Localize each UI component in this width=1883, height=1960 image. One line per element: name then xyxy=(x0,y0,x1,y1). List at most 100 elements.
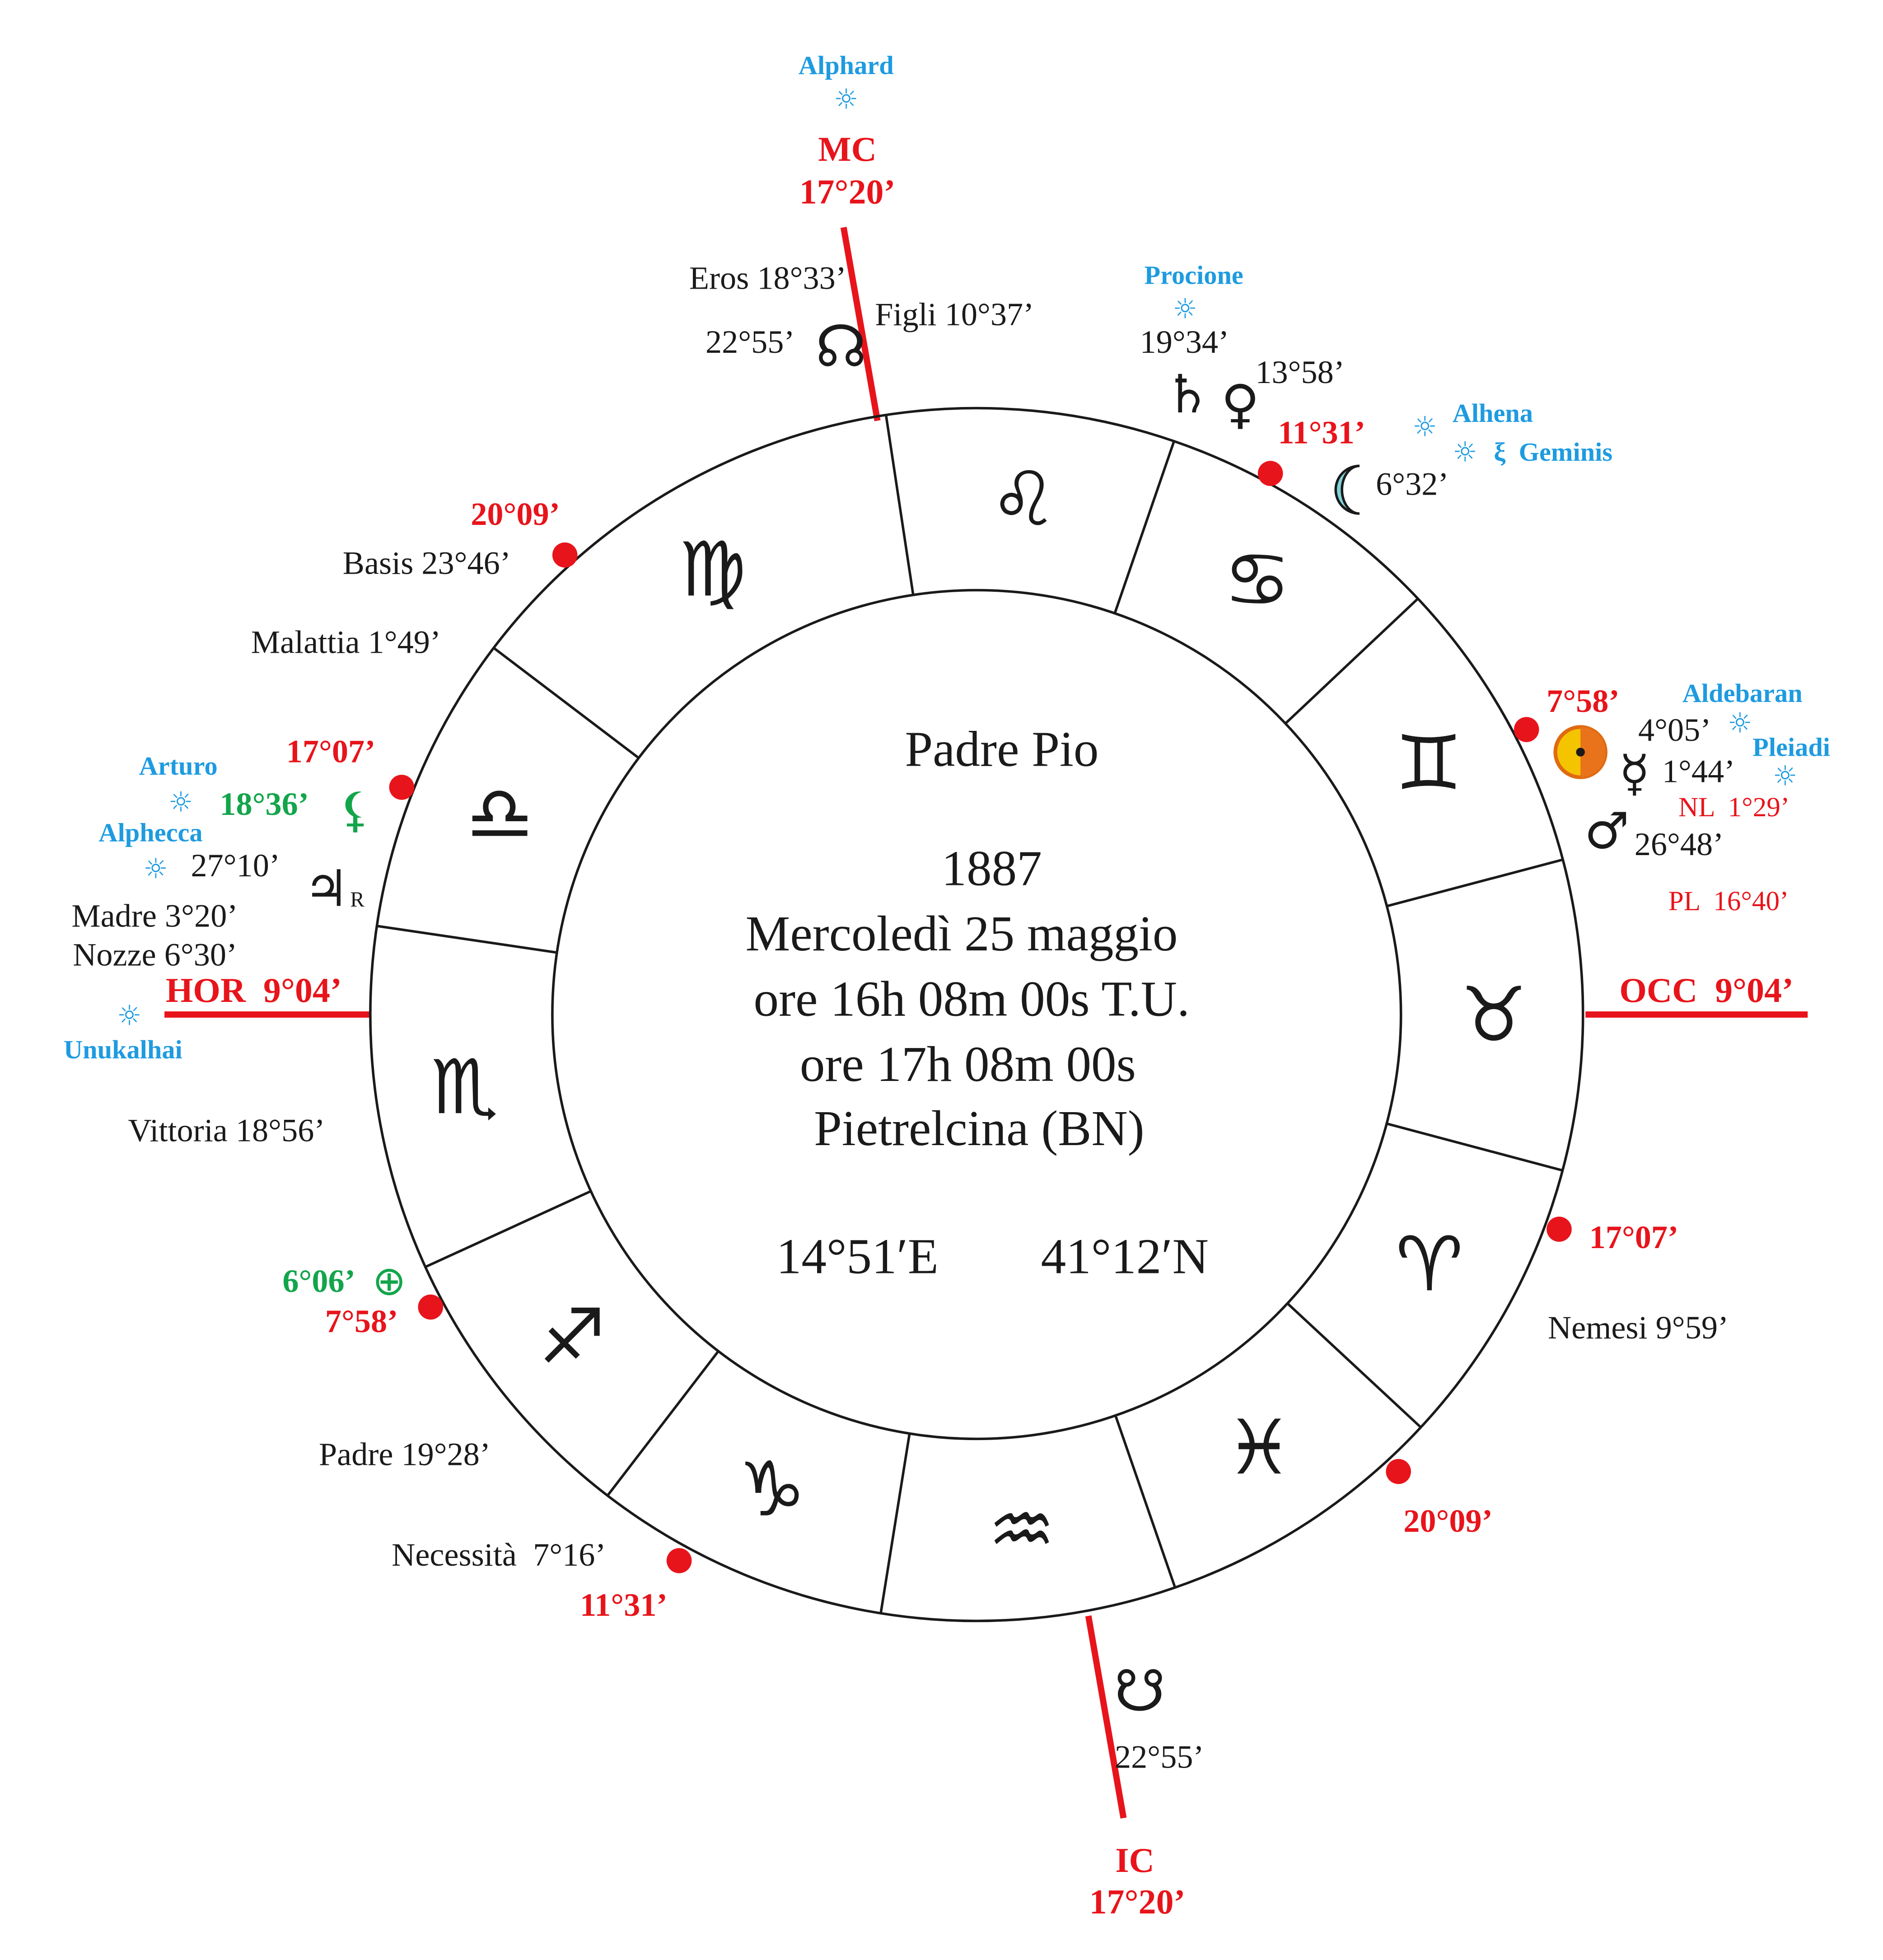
cusp-point-3 xyxy=(389,775,415,800)
north-node-degree: 22°55’ xyxy=(706,324,794,360)
mars-degree: 26°48’ xyxy=(1635,826,1724,862)
angle-axes xyxy=(164,227,1808,1819)
sign-divider xyxy=(1386,1122,1563,1172)
cusp-degree-4: 7°58’ xyxy=(1547,683,1619,719)
cusp-degree-5: 17°07’ xyxy=(1589,1219,1678,1255)
star-arturo-label: Arturo xyxy=(139,751,218,781)
outer-ring xyxy=(369,407,1584,1623)
star-icon: ☼ xyxy=(834,83,859,115)
part-necessita: Necessità 7°16’ xyxy=(392,1537,606,1573)
moon-degree: 6°32’ xyxy=(1376,466,1448,502)
ascendant-label: HOR 9°04’ xyxy=(166,971,342,1010)
sign-divider xyxy=(1114,1415,1177,1588)
sign-divider xyxy=(1113,440,1175,614)
fixed-stars: Alphard Procione Alhena ξ Geminis Aldeba… xyxy=(64,51,1830,1064)
birth-year: 1887 xyxy=(942,841,1042,897)
part-basis: Basis 23°46’ xyxy=(343,545,511,581)
birth-time-local: ore 17h 08m 00s xyxy=(800,1037,1136,1092)
sign-dividers xyxy=(376,415,1563,1614)
leo-icon: ♌ xyxy=(990,456,1057,543)
cusp-point-8 xyxy=(418,1294,444,1320)
axis-labels: MC 17°20’ IC 17°20’ HOR 9°04’ OCC 9°04’ xyxy=(166,130,1794,1921)
part-vittoria: Vittoria 18°56’ xyxy=(128,1113,325,1149)
star-procione-label: Procione xyxy=(1144,260,1243,290)
cusp-degree-2: 20°09’ xyxy=(471,496,560,532)
star-alhena-label: Alhena xyxy=(1453,398,1533,428)
star-icon: ☼ xyxy=(117,1000,142,1032)
south-node-icon: ☋ xyxy=(1114,1657,1166,1725)
center-info: Padre Pio 1887 Mercoledì 25 maggio ore 1… xyxy=(746,722,1209,1285)
star-icon: ☼ xyxy=(168,786,193,819)
mercury-degree: 1°44’ xyxy=(1662,753,1735,790)
sign-divider xyxy=(493,647,640,759)
ic-axis-line xyxy=(1085,1615,1127,1819)
cusp-point-5 xyxy=(1547,1216,1572,1242)
longitude: 14°51′E xyxy=(776,1229,939,1284)
sagittarius-icon: ♐ xyxy=(538,1293,606,1381)
part-madre: Madre 3°20’ xyxy=(71,898,238,934)
star-icon: ☼ xyxy=(143,853,168,885)
venus-degree: 13°58’ xyxy=(1255,354,1344,390)
part-malattia: Malattia 1°49’ xyxy=(251,624,441,660)
libra-icon: ♎ xyxy=(466,770,534,858)
star-aldebaran-label: Aldebaran xyxy=(1682,678,1803,708)
star-geminis-label: ξ Geminis xyxy=(1494,437,1612,467)
cusp-point-2 xyxy=(552,542,578,568)
chart-name: Padre Pio xyxy=(905,722,1098,777)
planet-glyphs: ☊ ☋ ♄ ♀ ☿ ♂ ♃ ⚸ ⊕ xyxy=(304,313,1650,1725)
lilith-icon: ⚸ xyxy=(338,782,373,837)
moon-icon xyxy=(1334,464,1360,515)
descendant-label: OCC 9°04’ xyxy=(1619,971,1794,1010)
star-icon: ☼ xyxy=(1453,436,1477,468)
star-icon: ☼ xyxy=(1728,707,1752,739)
lunations: NL 1°29’ PL 16°40’ xyxy=(1668,792,1790,917)
part-of-fortune-degree: 6°06’ xyxy=(282,1263,355,1299)
full-moon-label: PL 16°40’ xyxy=(1668,886,1789,917)
sign-divider xyxy=(1386,858,1563,907)
scorpio-icon: ♏ xyxy=(431,1043,499,1131)
cusp-points xyxy=(389,461,1572,1573)
arabic-parts: Eros 18°33’ Figli 10°37’ Basis 23°46’ Ma… xyxy=(71,260,1729,1573)
aries-icon: ♈ xyxy=(1396,1221,1463,1308)
ic-label: IC xyxy=(1115,1841,1154,1880)
cancer-icon: ♋ xyxy=(1224,536,1291,624)
capricorn-icon: ♑ xyxy=(738,1446,806,1534)
jupiter-icon: ♃ xyxy=(304,860,349,918)
green-degrees: 18°36’ 6°06’ xyxy=(220,786,355,1299)
mercury-icon: ☿ xyxy=(1619,744,1650,803)
birth-place: Pietrelcina (BN) xyxy=(814,1101,1145,1156)
sign-divider xyxy=(606,1350,720,1497)
sign-divider xyxy=(879,1433,911,1614)
part-nemesi: Nemesi 9°59’ xyxy=(1548,1310,1729,1346)
gemini-icon: ♊ xyxy=(1395,720,1463,807)
aquarius-icon: ♒ xyxy=(988,1486,1056,1574)
birth-time-ut: ore 16h 08m 00s T.U. xyxy=(754,972,1190,1027)
part-eros: Eros 18°33’ xyxy=(689,260,846,296)
star-icon: ☼ xyxy=(1412,411,1437,443)
cusp-degree-8: 7°58’ xyxy=(325,1303,398,1339)
venus-icon: ♀ xyxy=(1221,374,1260,435)
pisces-icon: ♓ xyxy=(1225,1404,1293,1492)
sign-divider xyxy=(425,1190,592,1268)
cusp-point-1 xyxy=(1257,461,1283,486)
virgo-icon: ♍ xyxy=(679,526,747,613)
latitude: 41°12′N xyxy=(1041,1229,1209,1284)
sun-icon xyxy=(1553,725,1607,779)
cusp-point-4 xyxy=(1514,717,1539,742)
taurus-icon: ♉ xyxy=(1460,971,1528,1059)
jupiter-degree: 27°10’ xyxy=(191,847,280,884)
mc-degree: 17°20’ xyxy=(799,172,896,211)
lilith-degree: 18°36’ xyxy=(220,786,308,822)
star-alphard-label: Alphard xyxy=(799,51,894,80)
mc-axis-line xyxy=(840,227,881,421)
sign-divider xyxy=(1285,598,1419,725)
star-alphecca-label: Alphecca xyxy=(98,818,202,847)
mars-icon: ♂ xyxy=(1584,802,1630,861)
star-unukalhai-label: Unukalhai xyxy=(64,1035,182,1064)
sign-divider xyxy=(1286,1302,1422,1428)
planet-degrees: 22°55’ 22°55’ 19°34’ 13°58’ 6°32’ 4°05’ … xyxy=(191,324,1735,1775)
cusp-point-6 xyxy=(1386,1459,1411,1484)
zodiac-wheel xyxy=(369,407,1584,1623)
